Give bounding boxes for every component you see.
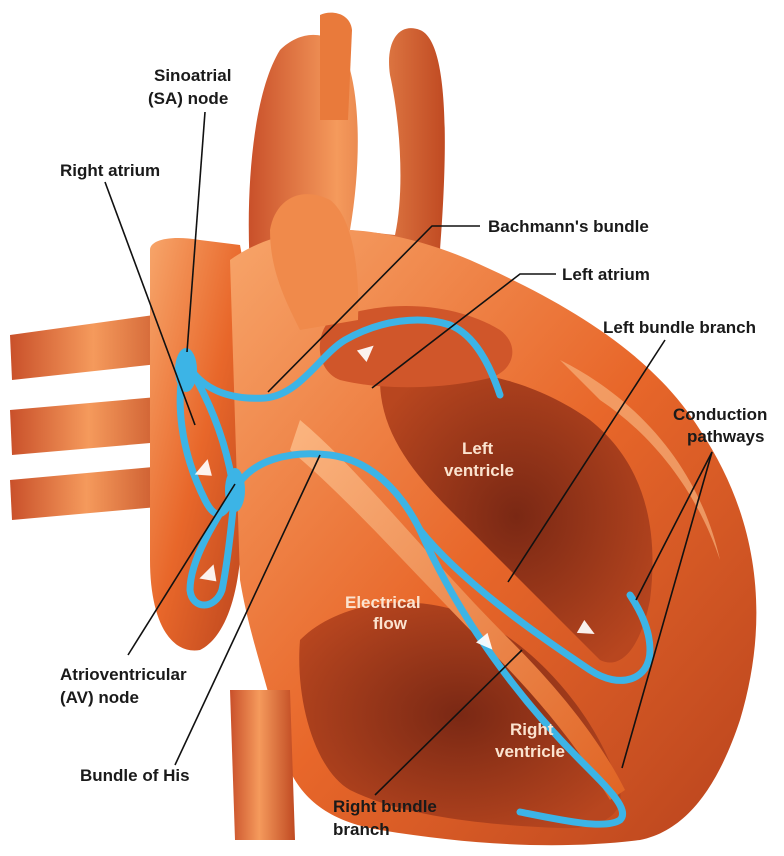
label-sa-node-2: (SA) node — [148, 89, 228, 108]
inner-electrical-1: Electrical — [345, 593, 421, 612]
label-sa-node-1: Sinoatrial — [154, 66, 231, 85]
inner-right-ventricle-1: Right — [510, 720, 554, 739]
label-left-bundle-branch: Left bundle branch — [603, 318, 756, 337]
av-node — [225, 468, 245, 512]
label-conduction-1: Conduction — [673, 405, 767, 424]
label-conduction-2: pathways — [687, 427, 764, 446]
inner-left-ventricle-1: Left — [462, 439, 494, 458]
label-right-atrium: Right atrium — [60, 161, 160, 180]
label-bundle-of-his: Bundle of His — [80, 766, 190, 785]
label-av-node-1: Atrioventricular — [60, 665, 187, 684]
inner-electrical-2: flow — [373, 614, 408, 633]
label-right-bundle-1: Right bundle — [333, 797, 437, 816]
inner-left-ventricle-2: ventricle — [444, 461, 514, 480]
sa-node — [175, 348, 197, 392]
label-left-atrium: Left atrium — [562, 265, 650, 284]
inferior-vessel — [230, 690, 295, 840]
superior-vessel — [320, 13, 352, 120]
label-right-bundle-2: branch — [333, 820, 390, 839]
heart-anatomy — [10, 13, 756, 846]
label-bachmanns-bundle: Bachmann's bundle — [488, 217, 649, 236]
label-av-node-2: (AV) node — [60, 688, 139, 707]
inner-right-ventricle-2: ventricle — [495, 742, 565, 761]
